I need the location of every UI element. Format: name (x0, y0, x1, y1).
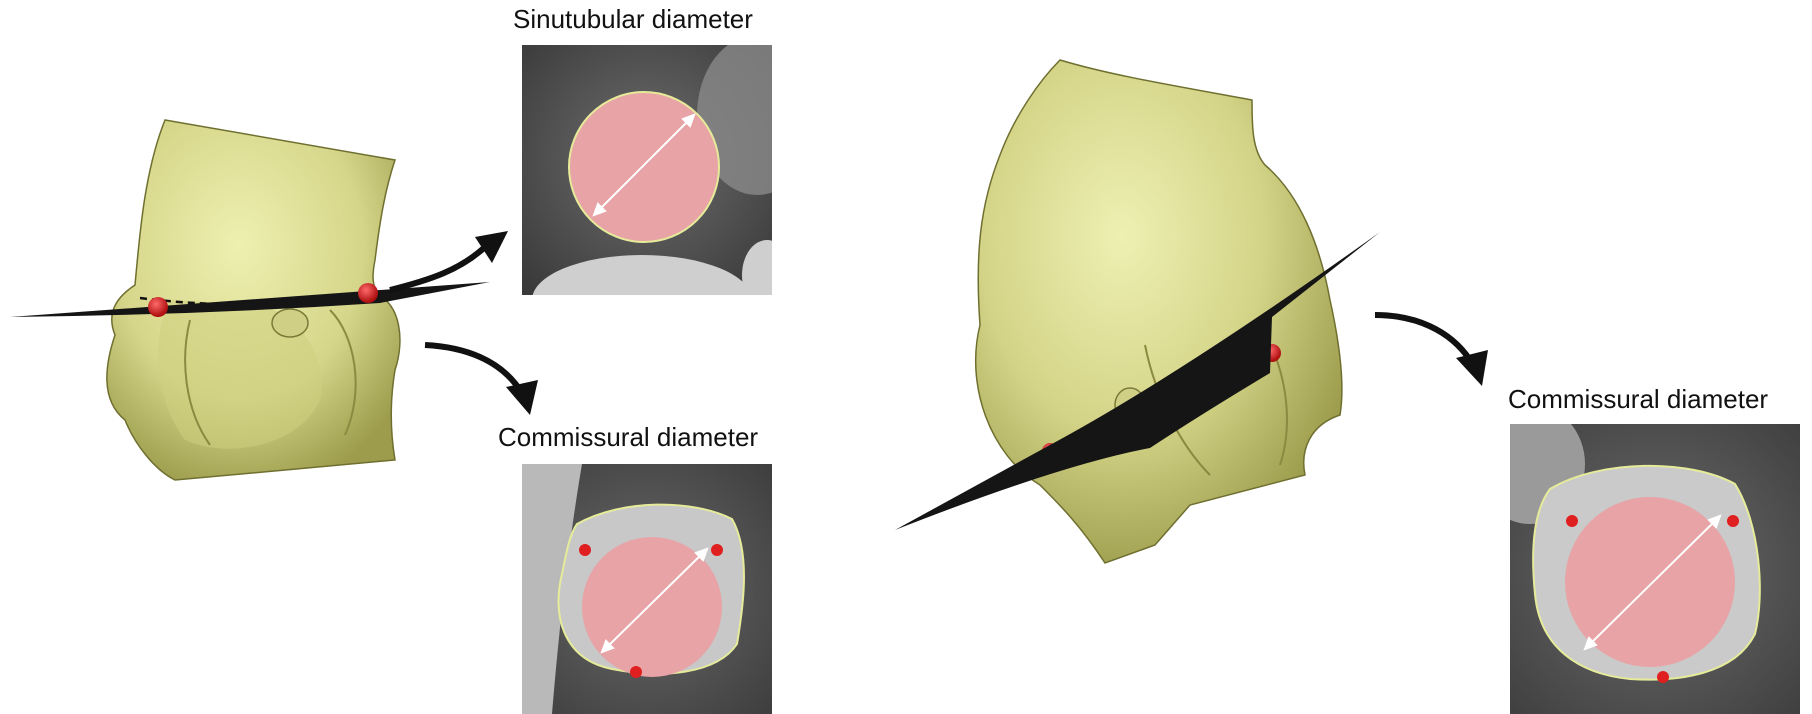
ct-panel-commissural-left (522, 464, 772, 714)
commissure-marker (579, 544, 591, 556)
commissure-marker (630, 666, 642, 678)
commissure-marker (1566, 515, 1578, 527)
left-aorta-model (0, 100, 520, 560)
curved-arrow-icon (420, 335, 550, 420)
commissure-marker (358, 283, 378, 303)
ct-panel-commissural-right (1510, 424, 1800, 714)
commissural-right-label: Commissural diameter (1508, 384, 1768, 415)
commissure-marker (148, 297, 168, 317)
commissure-marker (1727, 515, 1739, 527)
sinutubular-label: Sinutubular diameter (513, 4, 753, 35)
aorta-body-right (976, 60, 1342, 563)
curved-arrow-icon (380, 225, 520, 295)
coronary-ostium (272, 309, 308, 337)
aortic-lumen-circle (569, 92, 719, 242)
curved-arrow-icon (1370, 300, 1500, 390)
commissural-left-label: Commissural diameter (498, 422, 758, 453)
commissure-marker (1657, 671, 1669, 683)
commissure-marker (711, 544, 723, 556)
ct-panel-sinutubular (522, 45, 772, 295)
